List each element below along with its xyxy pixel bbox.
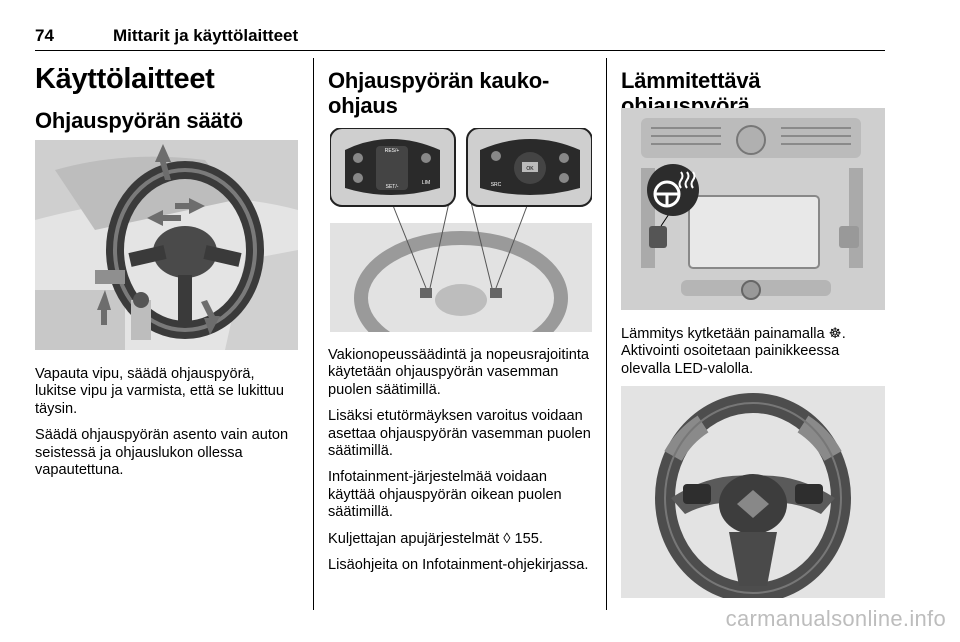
speedometer-icon <box>421 153 431 163</box>
steering-adjust-illustration <box>35 140 298 350</box>
heated-wheel-button[interactable] <box>649 226 667 248</box>
tilt-up-arrow-icon <box>155 144 171 180</box>
lever-down-arrow-icon <box>97 290 111 325</box>
tilt-down-arrow-icon <box>201 300 220 335</box>
section-title-line-1: Ohjauspyörän kauko- <box>328 68 550 93</box>
page-number: 74 <box>35 26 54 45</box>
infotainment-screen <box>688 195 820 269</box>
ok-label: OK <box>526 166 534 172</box>
paragraph: Lisäohjeita on Infotainment-ohjekir­jass… <box>328 557 589 574</box>
watermark: carmanualsonline.info <box>725 606 946 631</box>
paragraph: Säädä ohjauspyörän asento vain auton sei… <box>35 427 289 479</box>
dashboard-illustration <box>621 108 885 310</box>
section-title: Käyttölaitteet <box>35 63 215 95</box>
volume-down-icon <box>559 173 569 183</box>
res-label: RES/+ <box>385 148 400 154</box>
volume-up-icon <box>559 153 569 163</box>
section-title-line-2: ohjaus <box>328 93 398 118</box>
paragraph: Lisäksi etutörmäyksen varoitus voidaan a… <box>328 408 591 460</box>
release-lever <box>95 270 125 284</box>
remote-control-figure: RES/+ SET/- LIM OK SRC <box>330 128 592 332</box>
voice-icon <box>491 151 501 161</box>
column-1-body: Vapauta vipu, säädä ohjauspyörä, lukitse… <box>35 366 298 488</box>
running-title: Mittarit ja käyttölaitteet <box>113 26 299 45</box>
steering-wheel-illustration <box>621 386 885 598</box>
cruise-icon <box>353 153 363 163</box>
page-header: 74 Mittarit ja käyttölaitteet <box>35 26 885 51</box>
paragraph: Infotainment-järjestelmää voidaan käyttä… <box>328 469 562 521</box>
telescope-in-arrow-icon <box>147 210 181 226</box>
paragraph: Kuljettajan apujärjestelmät ◊ 155. <box>328 530 543 547</box>
heated-steering-figure <box>621 108 885 310</box>
column-1: Käyttölaitteet Ohjauspyörän säätö <box>35 58 298 133</box>
lim-label: LIM <box>422 180 430 186</box>
paragraph: Lämmitys kytketään painamalla ☸. Aktivoi… <box>621 326 846 377</box>
column-divider-2 <box>606 58 607 610</box>
steering-wheel-figure <box>621 386 885 598</box>
column-2-body: Vakionopeussäädintä ja nopeusrajoi­tinta… <box>328 347 591 583</box>
paragraph: Vakionopeussäädintä ja nopeusrajoi­tinta… <box>328 347 589 398</box>
telescope-out-arrow-icon <box>175 198 205 214</box>
subsection-title: Ohjauspyörän säätö <box>35 108 243 133</box>
steering-adjust-figure <box>35 140 298 350</box>
remote-control-illustration: RES/+ SET/- LIM OK SRC <box>330 128 592 332</box>
column-2: Ohjauspyörän kauko- ohjaus <box>328 58 591 118</box>
set-label: SET/- <box>386 184 399 190</box>
column-divider-1 <box>313 58 314 610</box>
paragraph: Vapauta vipu, säädä ohjauspyörä, lukitse… <box>35 366 285 417</box>
cancel-icon <box>353 173 363 183</box>
src-label: SRC <box>491 182 502 188</box>
column-3-body: Lämmitys kytketään painamalla ☸. Aktivoi… <box>621 326 885 387</box>
